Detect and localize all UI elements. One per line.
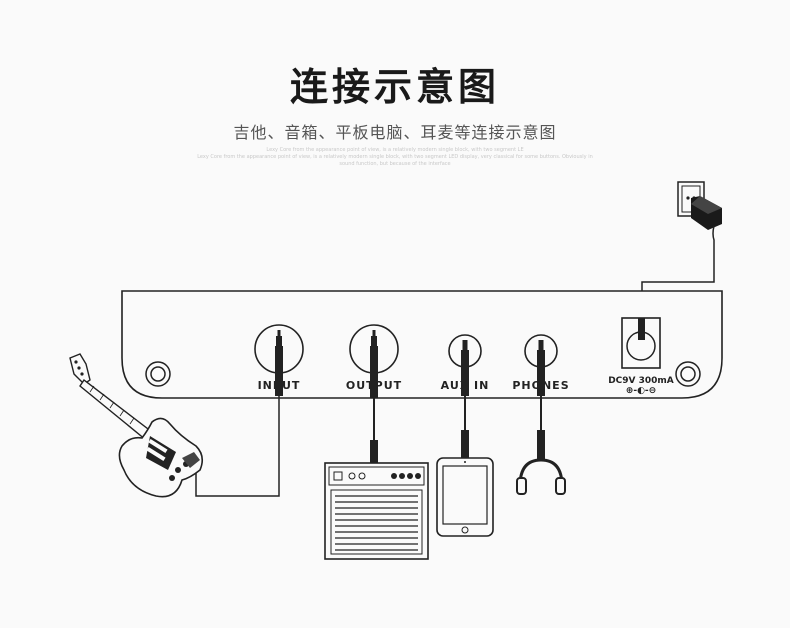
dc-power-jack[interactable]: [621, 317, 661, 369]
guitar-amp-icon: [324, 462, 429, 560]
power-adapter-icon: [641, 196, 722, 320]
page-title: 连接示意图: [289, 65, 500, 109]
fine-print-line-3: sound function, but because of the inter…: [339, 161, 451, 167]
phones-jack[interactable]: [524, 334, 558, 460]
electric-guitar-icon: [69, 353, 204, 498]
fine-print-line-1: Lexy Core from the appearance point of v…: [266, 147, 524, 153]
headphones-icon: [516, 458, 566, 495]
output-label: OUTPUT: [346, 379, 402, 392]
dc-polarity-label: ⊕-◐-⊖: [626, 386, 656, 396]
page-subtitle: 吉他、音箱、平板电脑、耳麦等连接示意图: [233, 123, 557, 142]
input-jack[interactable]: [195, 324, 304, 497]
aux-in-jack[interactable]: [448, 334, 482, 458]
aux-in-label: AUX IN: [441, 379, 490, 392]
screw-right-icon: [675, 361, 701, 387]
screw-left-icon: [145, 361, 171, 387]
input-label: INPUT: [258, 379, 301, 392]
tablet-icon: [436, 457, 494, 537]
output-jack[interactable]: [349, 324, 399, 464]
phones-label: PHONES: [512, 379, 569, 392]
fine-print-line-2: Lexy Core from the appearance point of v…: [197, 154, 593, 160]
dc-label: DC9V 300mA: [608, 376, 674, 386]
